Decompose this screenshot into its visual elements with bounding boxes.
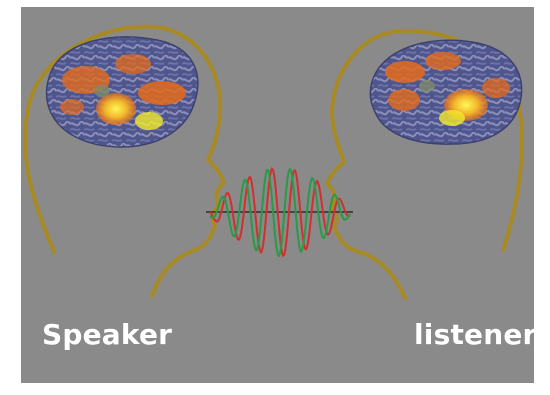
speaker-label: Speaker — [42, 318, 172, 351]
listener-brain — [370, 40, 521, 144]
speaker-brain — [47, 37, 198, 147]
listener-label: listener — [414, 318, 537, 351]
